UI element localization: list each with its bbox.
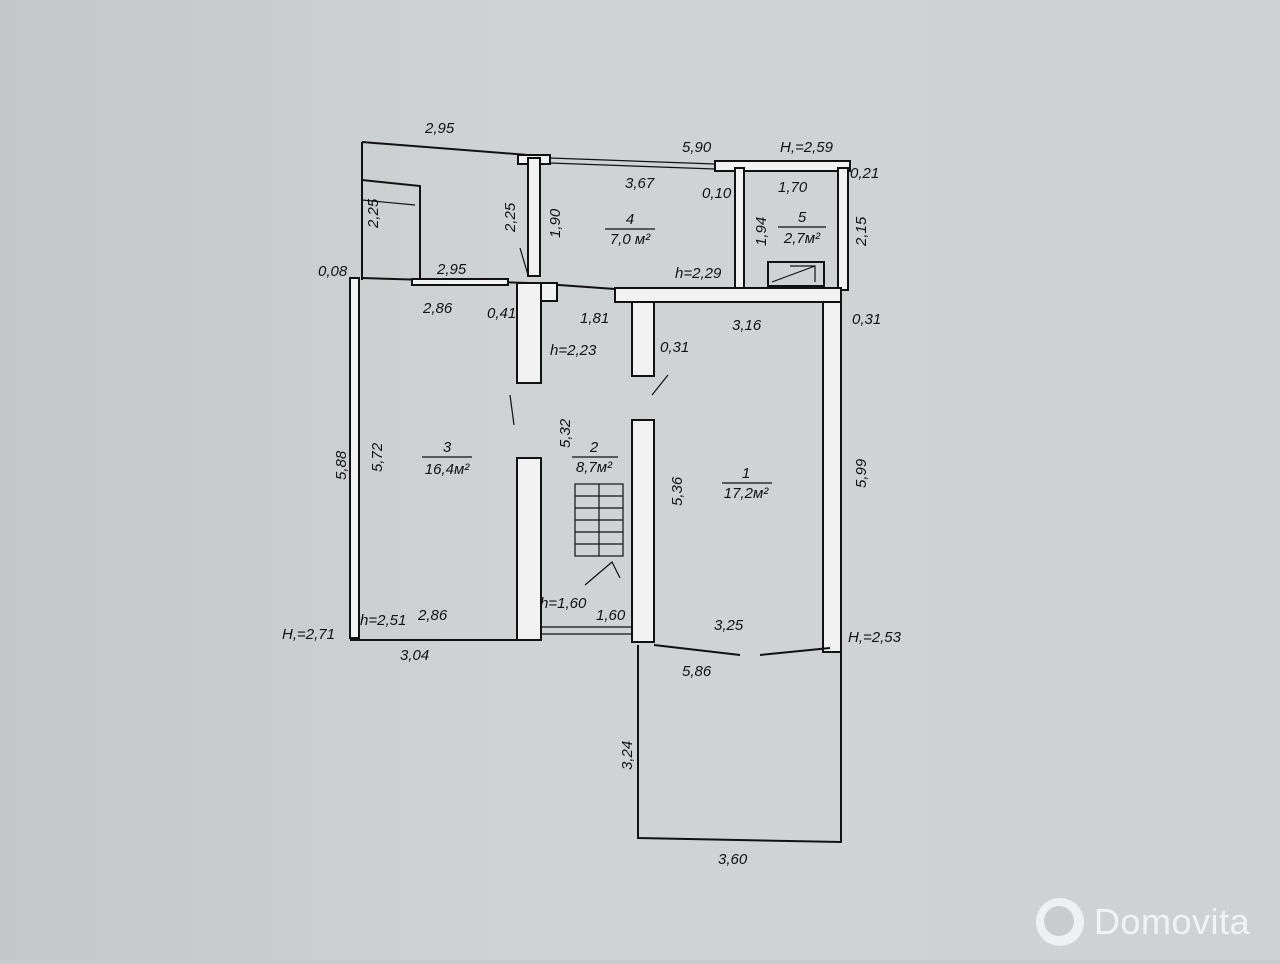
height-label: H,=2,71 — [282, 626, 335, 643]
dim-label: 3,67 — [625, 175, 655, 192]
height-label: h=2,51 — [360, 612, 406, 629]
dim-label: 1,81 — [580, 310, 609, 327]
domovita-logo-icon — [1035, 898, 1084, 946]
dim-label: 0,10 — [702, 185, 732, 202]
room-number: 1 — [742, 465, 750, 482]
dim-label: 5,99 — [853, 458, 870, 488]
dim-label: 5,72 — [369, 442, 386, 472]
height-label: h=1,60 — [540, 595, 587, 612]
dim-label: 3,24 — [619, 741, 636, 770]
dim-label: 3,25 — [714, 617, 744, 634]
dim-label: 0,31 — [852, 311, 881, 328]
watermark-text: Domovita — [1093, 901, 1250, 942]
room-number: 2 — [589, 439, 599, 456]
dim-label: 0,41 — [487, 305, 516, 322]
dim-label: 5,88 — [333, 450, 350, 480]
dim-label: 2,86 — [422, 300, 453, 317]
room-number: 4 — [626, 211, 634, 228]
room-1-label: 1 17,2м² — [722, 465, 772, 502]
dim-label: 0,21 — [850, 165, 879, 182]
room-number: 3 — [443, 439, 452, 456]
room-area: 7,0 м² — [610, 231, 651, 248]
dim-label: 1,70 — [778, 179, 808, 196]
height-label: H,=2,59 — [780, 139, 834, 156]
room-3-label: 3 16,4м² — [422, 439, 472, 478]
dim-label: 1,94 — [753, 217, 770, 246]
room-2-label: 2 8,7м² — [572, 439, 618, 476]
height-label: h=2,23 — [550, 342, 597, 359]
room-4-label: 4 7,0 м² — [605, 211, 655, 248]
room-area: 2,7м² — [783, 230, 821, 247]
room-area: 8,7м² — [576, 459, 613, 476]
dim-label: 1,90 — [547, 208, 564, 238]
height-label: h=2,29 — [675, 265, 722, 282]
dim-label: 0,08 — [318, 263, 348, 280]
dim-label: 2,15 — [853, 216, 870, 247]
room-5-label: 5 2,7м² — [778, 209, 826, 247]
room-number: 5 — [798, 209, 807, 226]
watermark: Domovita — [1035, 898, 1250, 946]
walls — [349, 141, 851, 844]
dim-label: 5,36 — [669, 476, 686, 506]
dim-label: 2,25 — [365, 198, 382, 229]
height-label: H,=2,53 — [848, 629, 902, 646]
dim-label: 2,95 — [424, 120, 455, 137]
dim-label: 5,86 — [682, 663, 712, 680]
dim-label: 5,90 — [682, 139, 712, 156]
dimension-labels: 2,95 5,90 H,=2,59 0,21 3,67 0,10 1,70 2,… — [282, 120, 902, 868]
dim-label: 3,60 — [718, 851, 748, 868]
staircase — [574, 483, 624, 586]
dim-label: 0,31 — [660, 339, 689, 356]
room-area: 16,4м² — [425, 461, 470, 478]
dim-label: 2,25 — [502, 202, 519, 233]
room-labels: 1 17,2м² 2 8,7м² 3 16,4м² 4 7,0 м² 5 2,7… — [422, 209, 826, 502]
dim-label: 1,60 — [596, 607, 626, 624]
dim-label: 3,04 — [400, 647, 429, 664]
dim-label: 3,16 — [732, 317, 762, 334]
dim-label: 5,32 — [557, 418, 574, 448]
dim-label: 2,86 — [417, 607, 448, 624]
dim-label: 2,95 — [436, 261, 467, 278]
room-area: 17,2м² — [724, 485, 769, 502]
